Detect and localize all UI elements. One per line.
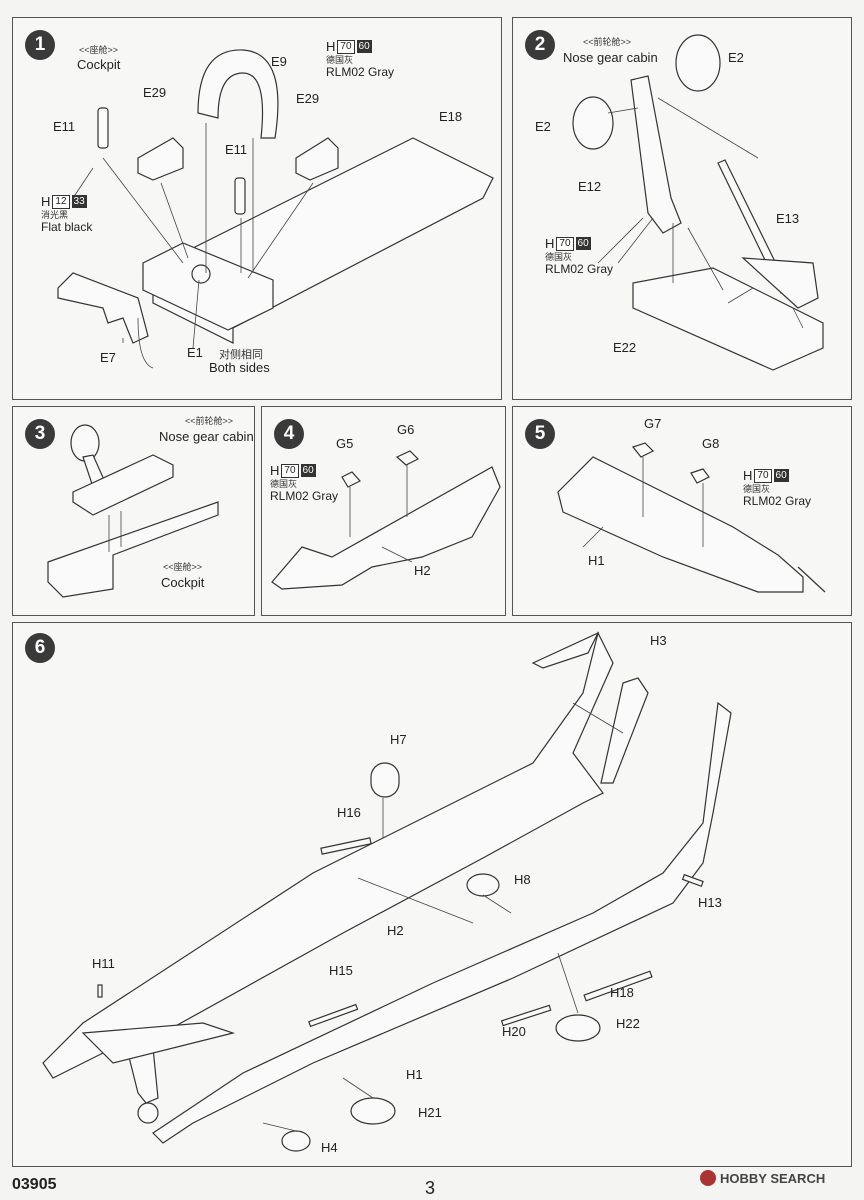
part-e18: E18 bbox=[439, 109, 463, 124]
part-h7: H7 bbox=[390, 732, 407, 747]
part-h21: H21 bbox=[418, 1105, 442, 1120]
part-h20: H20 bbox=[502, 1024, 526, 1039]
part-e11-left: E11 bbox=[53, 119, 76, 134]
part-e9: E9 bbox=[271, 54, 287, 69]
part-h8: H8 bbox=[514, 872, 531, 887]
step-4-drawing bbox=[271, 450, 501, 590]
part-g8: G8 bbox=[702, 436, 720, 451]
step-1-panel: 1 bbox=[12, 17, 502, 400]
part-e2-left: E2 bbox=[535, 119, 551, 134]
part-e22: E22 bbox=[613, 340, 637, 355]
both-sides-cn: 对侧相同 bbox=[219, 349, 263, 361]
step-2-panel: 2 <<前轮舱>> Nose gear cabin E2 E2 E12 E13 … bbox=[512, 17, 852, 400]
part-e13: E13 bbox=[776, 211, 800, 226]
cockpit-cn: <<座舱>> bbox=[163, 562, 203, 572]
part-h13: H13 bbox=[698, 895, 722, 910]
part-h1: H1 bbox=[406, 1067, 423, 1082]
part-h16: H16 bbox=[337, 805, 361, 820]
cockpit-label: Cockpit bbox=[161, 575, 205, 590]
part-h2: H2 bbox=[414, 563, 431, 578]
page-number: 3 bbox=[425, 1178, 436, 1198]
part-h3: H3 bbox=[650, 633, 667, 648]
hobby-search-logo-icon bbox=[700, 1170, 716, 1186]
part-h11: H11 bbox=[92, 956, 115, 971]
step-4-badge: 4 bbox=[274, 419, 304, 449]
part-h15: H15 bbox=[329, 963, 353, 978]
step-5-badge: 5 bbox=[525, 419, 555, 449]
step-1-drawing bbox=[57, 49, 494, 369]
part-e2-top: E2 bbox=[728, 50, 744, 65]
step-3-drawing bbox=[47, 424, 219, 598]
part-e29-left: E29 bbox=[143, 85, 167, 100]
part-g6: G6 bbox=[397, 422, 415, 437]
step-6-badge: 6 bbox=[25, 633, 55, 663]
part-h18: H18 bbox=[610, 985, 634, 1000]
step-1-badge: 1 bbox=[25, 30, 55, 60]
step-2-drawing bbox=[572, 34, 824, 371]
part-h2: H2 bbox=[387, 923, 404, 938]
product-code: 03905 bbox=[12, 1176, 57, 1193]
watermark: HOBBY SEARCH bbox=[700, 1170, 825, 1186]
part-e29-right: E29 bbox=[296, 91, 320, 106]
part-g7: G7 bbox=[644, 416, 662, 431]
part-h22: H22 bbox=[616, 1016, 640, 1031]
nose-gear-label: Nose gear cabin bbox=[563, 50, 658, 65]
part-e7: E7 bbox=[100, 350, 116, 365]
cockpit-cn-label: <<座舱>> bbox=[79, 45, 119, 55]
step-2-badge: 2 bbox=[525, 30, 555, 60]
step-6-panel: 6 bbox=[12, 622, 852, 1167]
both-sides-label: Both sides bbox=[209, 360, 270, 375]
nose-gear-label: Nose gear cabin bbox=[159, 429, 254, 444]
part-g5: G5 bbox=[336, 436, 354, 451]
part-e12: E12 bbox=[578, 179, 602, 194]
cockpit-label: Cockpit bbox=[77, 57, 121, 72]
nose-gear-cn: <<前轮舱>> bbox=[185, 416, 234, 426]
part-h1: H1 bbox=[588, 553, 605, 568]
step-6-drawing bbox=[42, 631, 732, 1152]
step-3-panel: 3 <<前轮舱>> Nose gear cabin <<座舱>> Cockpit bbox=[12, 406, 255, 616]
step-5-drawing bbox=[557, 442, 826, 593]
part-e11-right: E11 bbox=[225, 142, 248, 157]
part-h4: H4 bbox=[321, 1140, 338, 1155]
part-e1: E1 bbox=[187, 345, 203, 360]
nose-gear-cn: <<前轮舱>> bbox=[583, 37, 632, 47]
step-3-badge: 3 bbox=[25, 419, 55, 449]
